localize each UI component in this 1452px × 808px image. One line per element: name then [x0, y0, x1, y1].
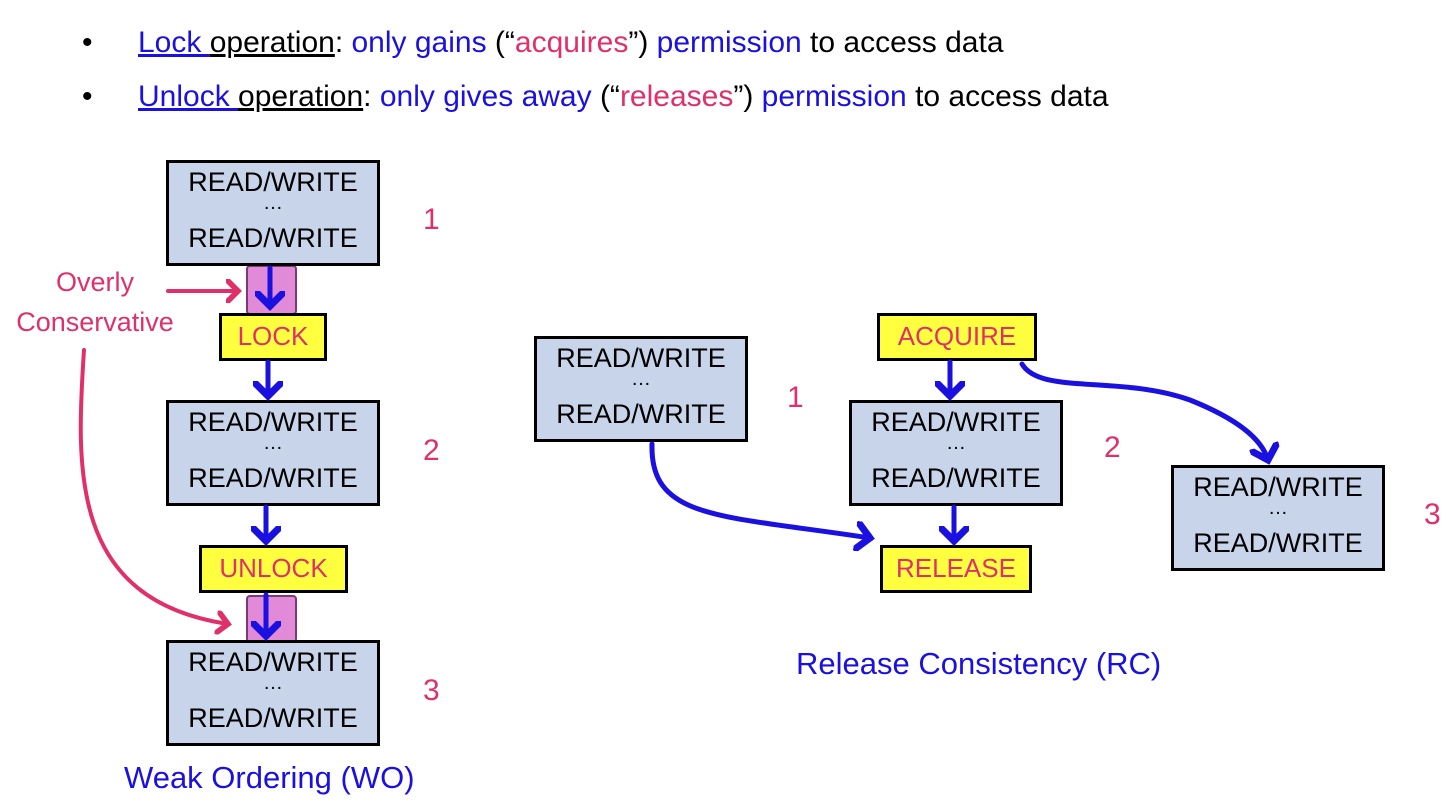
tail-text: to access data — [906, 80, 1109, 113]
overly-conservative-note: Overly Conservative — [2, 262, 188, 342]
rc-acquire-tag: ACQUIRE — [877, 313, 1037, 361]
wo-block-3: READ/WRITE … READ/WRITE — [166, 640, 380, 746]
block-ellipsis: … — [946, 432, 966, 454]
rc-block-1: READ/WRITE … READ/WRITE — [534, 336, 748, 442]
rc-block-3-number: 3 — [1424, 498, 1441, 531]
phrase-gains: only gains — [351, 26, 487, 59]
block-line-2: READ/WRITE — [188, 463, 358, 493]
block-ellipsis: … — [1268, 497, 1288, 519]
rc-caption: Release Consistency (RC) — [796, 646, 1162, 681]
paren-open: (“ — [486, 26, 515, 59]
keyword-acquires: acquires — [514, 26, 629, 59]
block-ellipsis: … — [631, 368, 651, 390]
rc-block-1-number: 1 — [787, 381, 804, 414]
wo-highlight-unlock — [246, 595, 297, 643]
phrase-permission: permission — [761, 80, 907, 113]
wo-block-1-number: 1 — [423, 203, 440, 236]
bullet-dot: • — [82, 80, 93, 113]
block-line-2: READ/WRITE — [556, 399, 726, 429]
rc-release-tag: RELEASE — [880, 545, 1032, 593]
block-ellipsis: … — [263, 432, 283, 454]
tail-text: to access data — [801, 26, 1004, 59]
paren-open: (“ — [591, 80, 620, 113]
unlock-word: Unlock — [138, 80, 239, 113]
wo-caption: Weak Ordering (WO) — [124, 760, 415, 795]
colon: : — [334, 26, 352, 59]
rc-block-2-number: 2 — [1104, 431, 1121, 464]
block-ellipsis: … — [263, 672, 283, 694]
wo-unlock-tag: UNLOCK — [199, 545, 348, 593]
bullet-dot: • — [82, 26, 93, 59]
block-line-2: READ/WRITE — [871, 463, 1041, 493]
block-line-2: READ/WRITE — [188, 703, 358, 733]
block-ellipsis: … — [263, 192, 283, 214]
block-line-2: READ/WRITE — [188, 223, 358, 253]
wo-lock-tag: LOCK — [219, 313, 327, 361]
block-line-1: READ/WRITE — [188, 167, 358, 197]
block-line-1: READ/WRITE — [1193, 472, 1363, 502]
block-line-1: READ/WRITE — [556, 343, 726, 373]
colon: : — [363, 80, 380, 113]
paren-close: ”) — [733, 80, 762, 113]
rc-block-3: READ/WRITE … READ/WRITE — [1171, 465, 1385, 571]
wo-block-2-number: 2 — [423, 434, 440, 467]
rc-block-2: READ/WRITE … READ/WRITE — [849, 400, 1063, 506]
bullet-text: Lock operation: only gains (“acquires”) … — [138, 26, 1004, 60]
phrase-permission: permission — [656, 26, 802, 59]
operation-word: operation — [238, 80, 364, 113]
wo-block-2: READ/WRITE … READ/WRITE — [166, 400, 380, 506]
note-line-1: Overly — [55, 267, 134, 297]
rc-arrow-1-to-release — [649, 441, 870, 538]
wo-highlight-lock — [246, 265, 297, 315]
paren-close: ”) — [628, 26, 657, 59]
phrase-gives-away: only gives away — [379, 80, 592, 113]
operation-word: operation — [209, 26, 335, 59]
bullet-text: Unlock operation: only gives away (“rele… — [138, 80, 1109, 114]
wo-block-1: READ/WRITE … READ/WRITE — [166, 160, 380, 266]
lock-word: Lock — [138, 26, 210, 59]
block-line-1: READ/WRITE — [188, 647, 358, 677]
wo-block-3-number: 3 — [423, 674, 440, 707]
block-line-2: READ/WRITE — [1193, 528, 1363, 558]
keyword-releases: releases — [619, 80, 734, 113]
block-line-1: READ/WRITE — [871, 407, 1041, 437]
note-line-2: Conservative — [16, 307, 174, 337]
